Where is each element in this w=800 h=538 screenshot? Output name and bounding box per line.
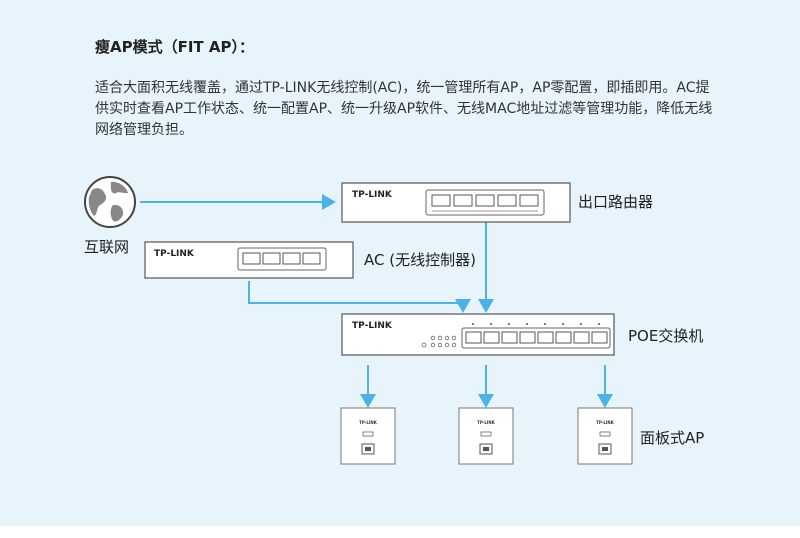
ac-device bbox=[144, 241, 354, 279]
panel-ap-1 bbox=[340, 407, 396, 465]
panel-ap-label: 面板式AP bbox=[640, 429, 705, 447]
poe-switch-label: POE交换机 bbox=[628, 327, 704, 345]
globe-icon bbox=[84, 176, 136, 228]
poe-switch-brand: TP-LINK bbox=[352, 321, 393, 331]
router-device bbox=[341, 182, 571, 223]
arrow-ac-to-switch bbox=[248, 281, 471, 313]
panel-ap-1-brand: TP-LINK bbox=[359, 420, 378, 425]
panel-ap-3-brand: TP-LINK bbox=[596, 420, 615, 425]
ac-brand: TP-LINK bbox=[154, 249, 195, 259]
router-brand: TP-LINK bbox=[352, 190, 393, 200]
panel-ap-3 bbox=[577, 407, 633, 465]
ac-label: AC (无线控制器) bbox=[364, 251, 476, 269]
diagram-panel bbox=[0, 0, 800, 526]
router-label: 出口路由器 bbox=[578, 193, 654, 211]
internet-label: 互联网 bbox=[84, 238, 130, 256]
description-text: 适合大面积无线覆盖，通过TP-LINK无线控制(AC)，统一管理所有AP，AP零… bbox=[95, 80, 713, 138]
panel-ap-2-brand: TP-LINK bbox=[477, 420, 496, 425]
panel-ap-2 bbox=[458, 407, 514, 465]
poe-switch-device bbox=[341, 313, 615, 356]
page-title: 瘦AP模式（FIT AP）： bbox=[95, 38, 254, 56]
connector-lines bbox=[140, 194, 613, 408]
